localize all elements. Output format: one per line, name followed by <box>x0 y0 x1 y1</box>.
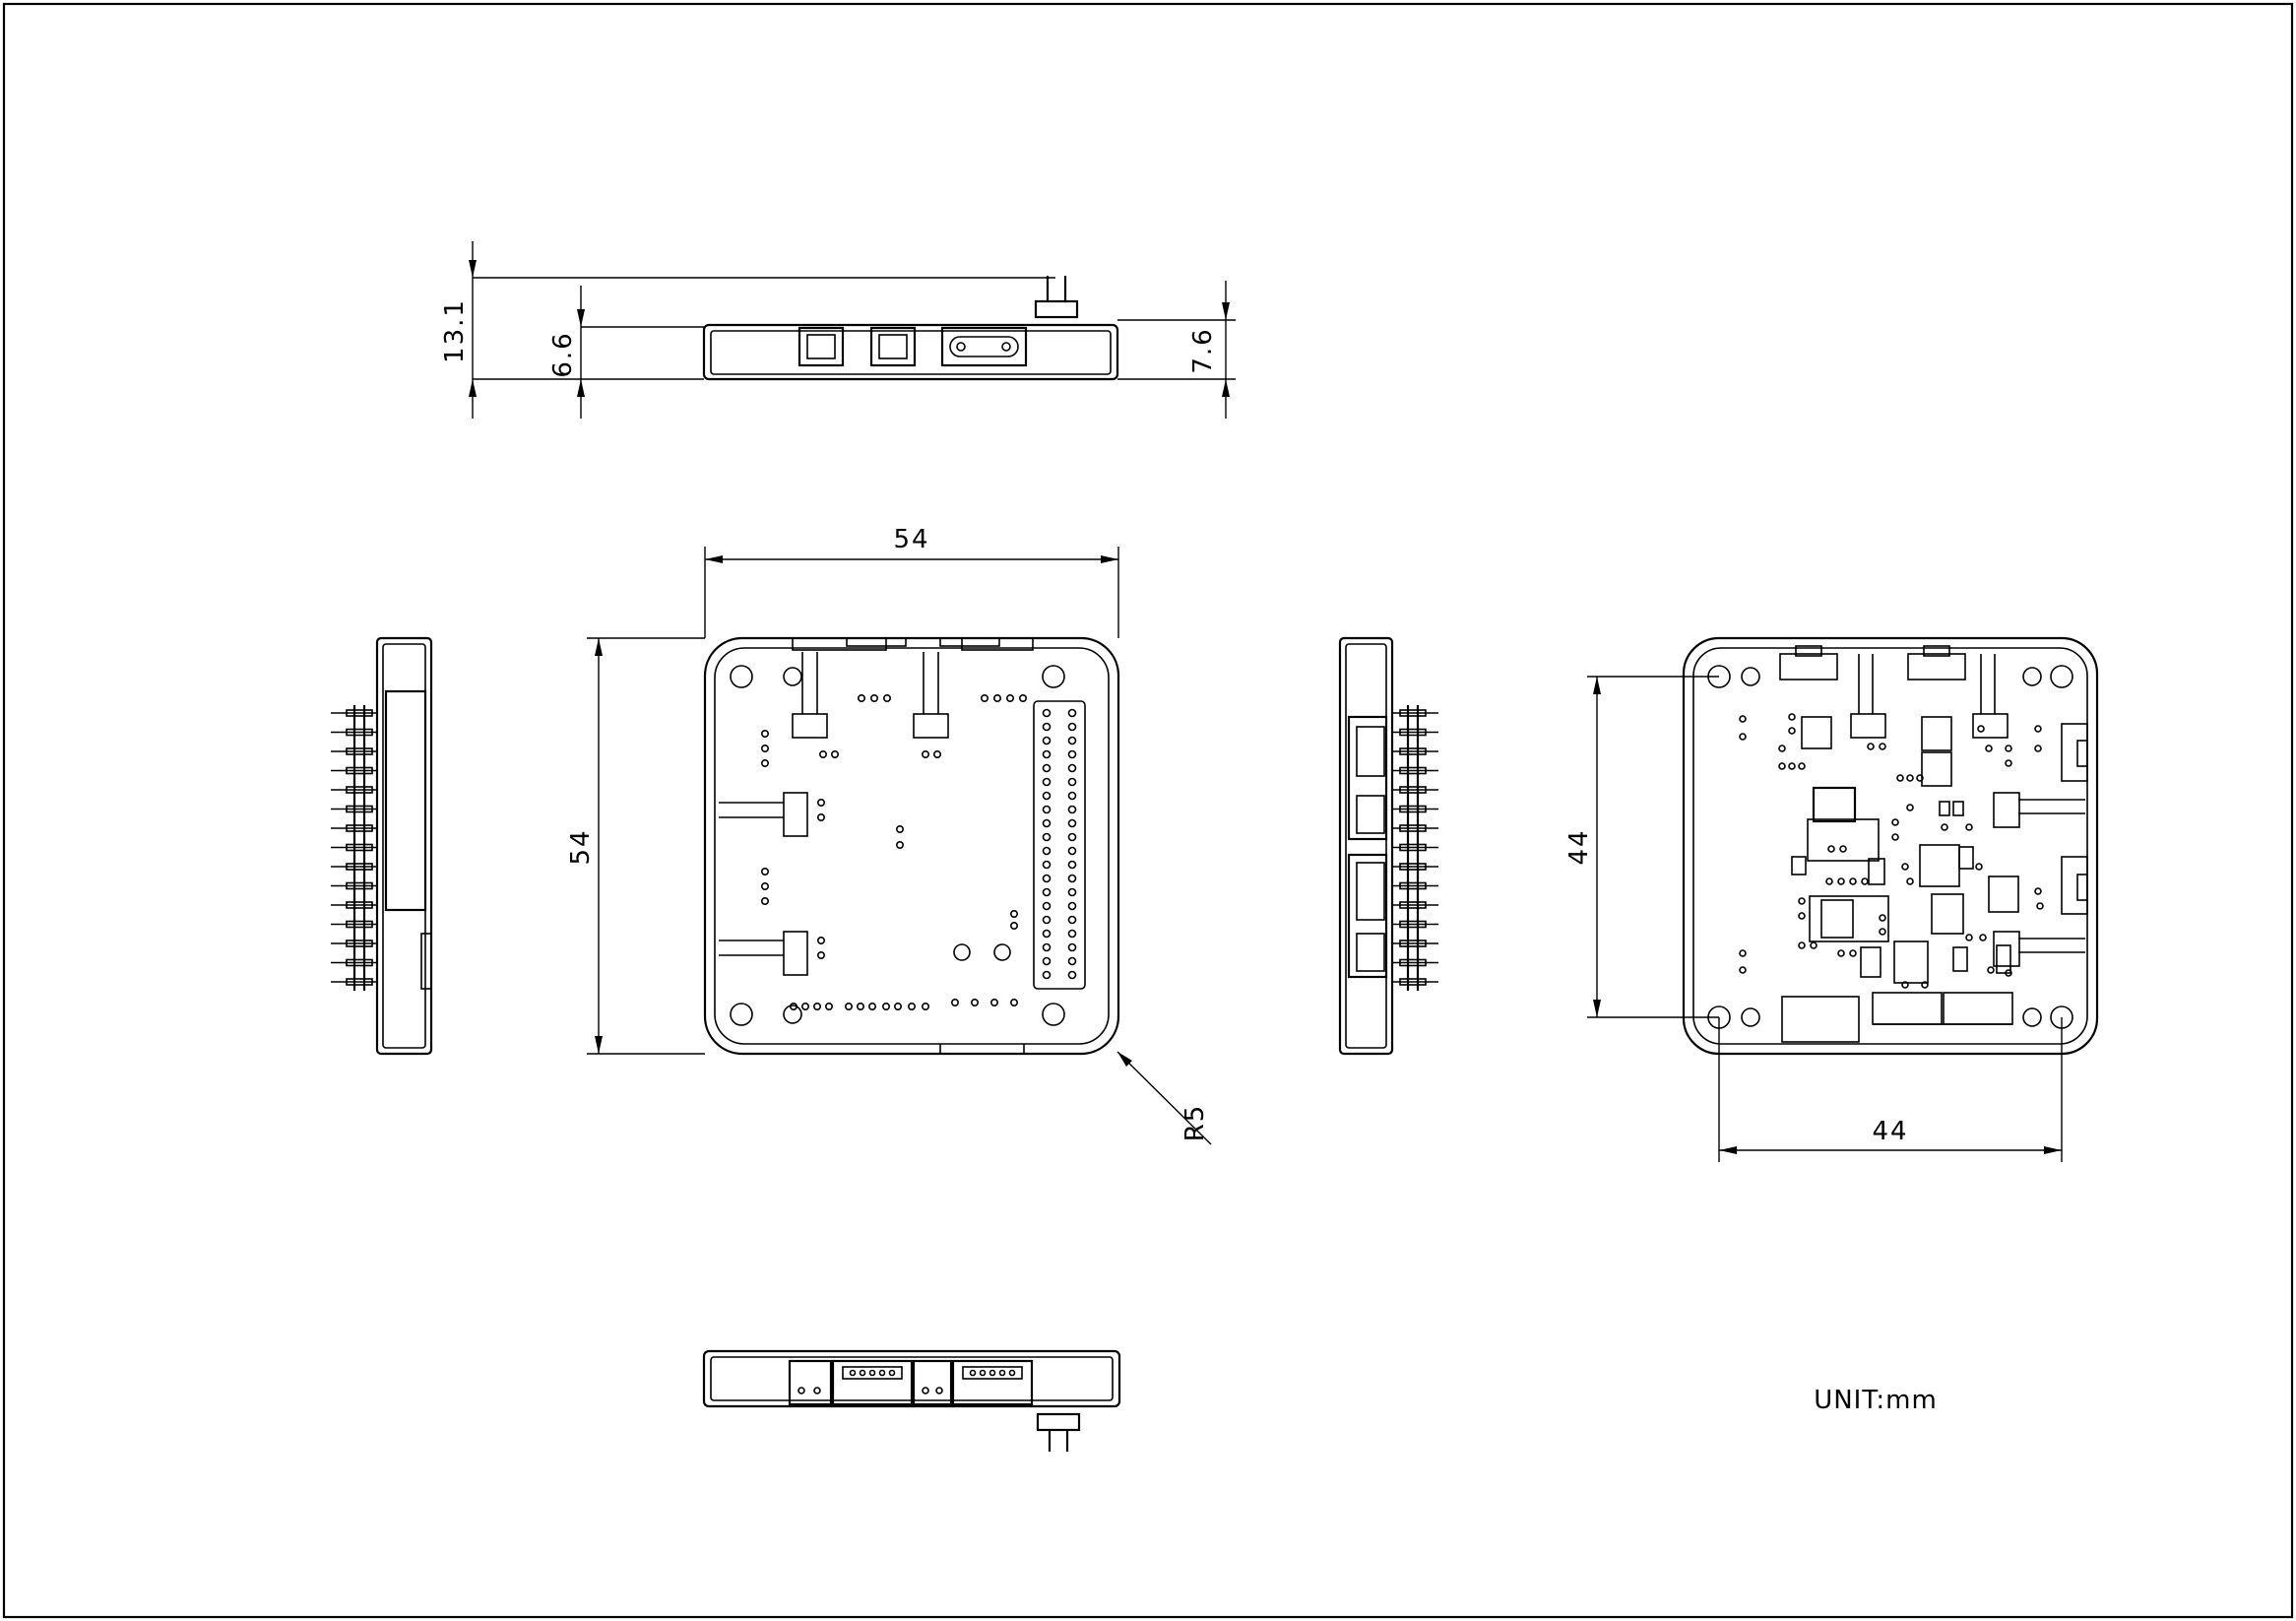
dim-label-body-height: 6.6 <box>548 331 578 377</box>
dim-label-height-left: 54 <box>566 828 596 865</box>
right-side-view <box>1338 636 1438 1056</box>
dim-label-right-height: 7.6 <box>1188 327 1218 373</box>
dim-label-total-height: 13.1 <box>440 298 470 363</box>
bottom-side-view <box>702 1349 1121 1452</box>
dim-total-height: 13.1 <box>440 241 1055 419</box>
dim-height-left: 54 <box>566 637 705 1055</box>
dim-radius: R5 <box>1116 1051 1212 1145</box>
dim-label-hole-horizontal: 44 <box>1872 1117 1908 1146</box>
pcb-view <box>1682 636 2099 1056</box>
dim-right-height: 7.6 <box>1117 281 1236 419</box>
dim-hole-horizontal: 44 <box>1718 1017 2063 1162</box>
dim-label-hole-vertical: 44 <box>1564 828 1594 865</box>
dim-hole-vertical: 44 <box>1564 676 1719 1018</box>
unit-note: UNIT:mm <box>1814 1386 1938 1415</box>
dim-width-top: 54 <box>704 525 1119 638</box>
dim-label-width-top: 54 <box>893 525 929 554</box>
main-top-view <box>703 636 1120 1056</box>
dim-label-radius: R5 <box>1180 1104 1210 1142</box>
left-side-view <box>331 636 433 1056</box>
top-side-view <box>702 276 1119 381</box>
dim-body-height: 6.6 <box>548 286 704 419</box>
